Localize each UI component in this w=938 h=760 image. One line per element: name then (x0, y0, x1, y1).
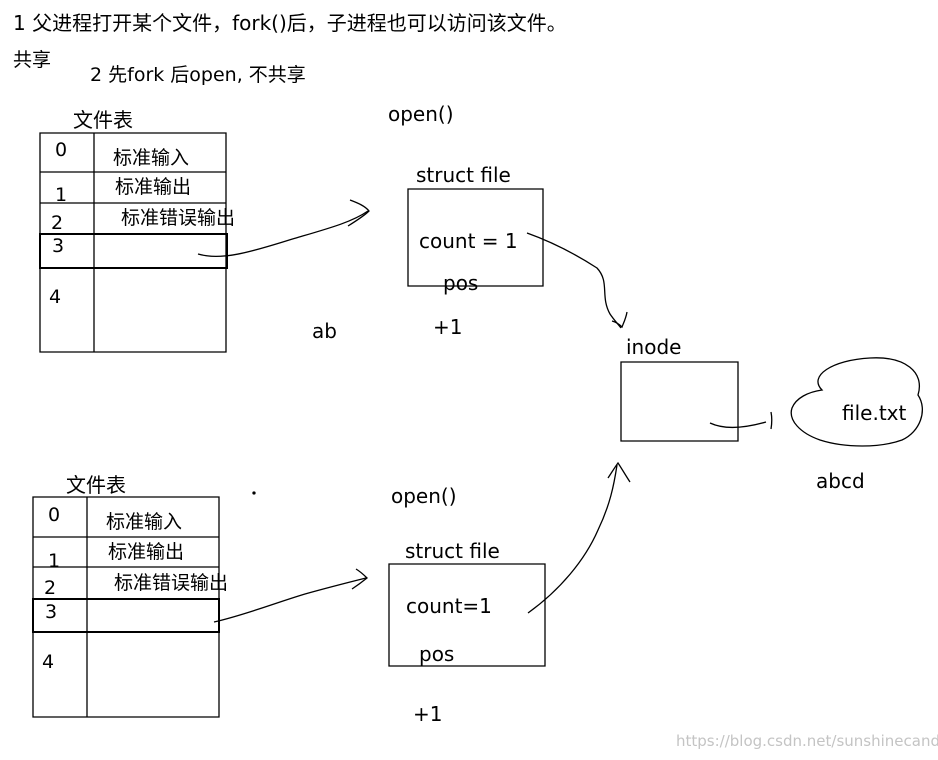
inode-box (621, 362, 738, 441)
top-count-text: count = 1 (419, 229, 518, 253)
bottom-pos-text: pos (419, 642, 455, 666)
top-fd-index: 0 (55, 139, 68, 161)
note-line-1-conclusion: 共享 (13, 49, 52, 71)
bottom-file-table-frame (33, 497, 219, 717)
bottom-fd-arrow (214, 578, 366, 622)
top-fd-index: 3 (52, 235, 65, 257)
top-struct-to-inode-arrowhead (612, 312, 627, 327)
bottom-fd-index: 2 (44, 577, 57, 599)
top-file-table-frame (40, 133, 227, 352)
bottom-open-label: open() (391, 484, 457, 508)
bottom-fd-arrowhead (352, 569, 367, 589)
bottom-struct-to-inode-arrowhead (608, 463, 630, 482)
top-fd-label: 标准错误输出 (121, 207, 236, 229)
top-pos-text: pos (443, 271, 479, 295)
top-fd-arrowhead (348, 200, 369, 226)
bottom-fd-label: 标准输入 (106, 511, 183, 533)
top-open-label: open() (388, 102, 454, 126)
top-fd-label: 标准输入 (113, 147, 190, 169)
top-increment: +1 (433, 315, 463, 339)
inode-to-file-arrow (710, 422, 766, 427)
inode-to-file-arrowhead (771, 412, 772, 429)
bottom-increment: +1 (413, 702, 443, 726)
bottom-fd-index: 0 (48, 504, 61, 526)
top-fd-arrow (198, 211, 368, 256)
inode-title: inode (626, 335, 682, 359)
file-name: file.txt (842, 401, 907, 425)
stray-dot (253, 492, 255, 494)
bottom-struct-title: struct file (405, 539, 500, 563)
top-fd-index: 4 (49, 286, 62, 308)
bottom-struct-to-inode-arrow (528, 465, 617, 613)
top-fd-label: 标准输出 (115, 176, 192, 198)
top-struct-to-inode-arrow (527, 233, 621, 328)
watermark: https://blog.csdn.net/sunshinecandy (676, 732, 938, 750)
bottom-fd-index: 3 (45, 601, 58, 623)
note-line-2: 2 先fork 后open, 不共享 (90, 64, 306, 86)
top-struct-title: struct file (416, 163, 511, 187)
bottom-table-title: 文件表 (66, 473, 126, 497)
bottom-fd-index: 1 (48, 550, 61, 572)
bottom-fd-label: 标准输出 (108, 541, 185, 563)
file-content-label: abcd (816, 469, 865, 493)
bottom-fd-label: 标准错误输出 (114, 572, 229, 594)
note-line-1: 1 父进程打开某个文件，fork()后，子进程也可以访问该文件。 (13, 11, 567, 35)
file-cloud-outline (791, 358, 922, 446)
top-table-title: 文件表 (73, 108, 133, 132)
top-fd-index: 1 (55, 184, 68, 206)
bottom-fd-index: 4 (42, 651, 55, 673)
bottom-count-text: count=1 (406, 594, 492, 618)
top-content-label: ab (312, 319, 337, 343)
bottom-struct-file-box (389, 564, 545, 666)
top-struct-file-box (408, 189, 543, 286)
top-fd-index: 2 (51, 212, 64, 234)
